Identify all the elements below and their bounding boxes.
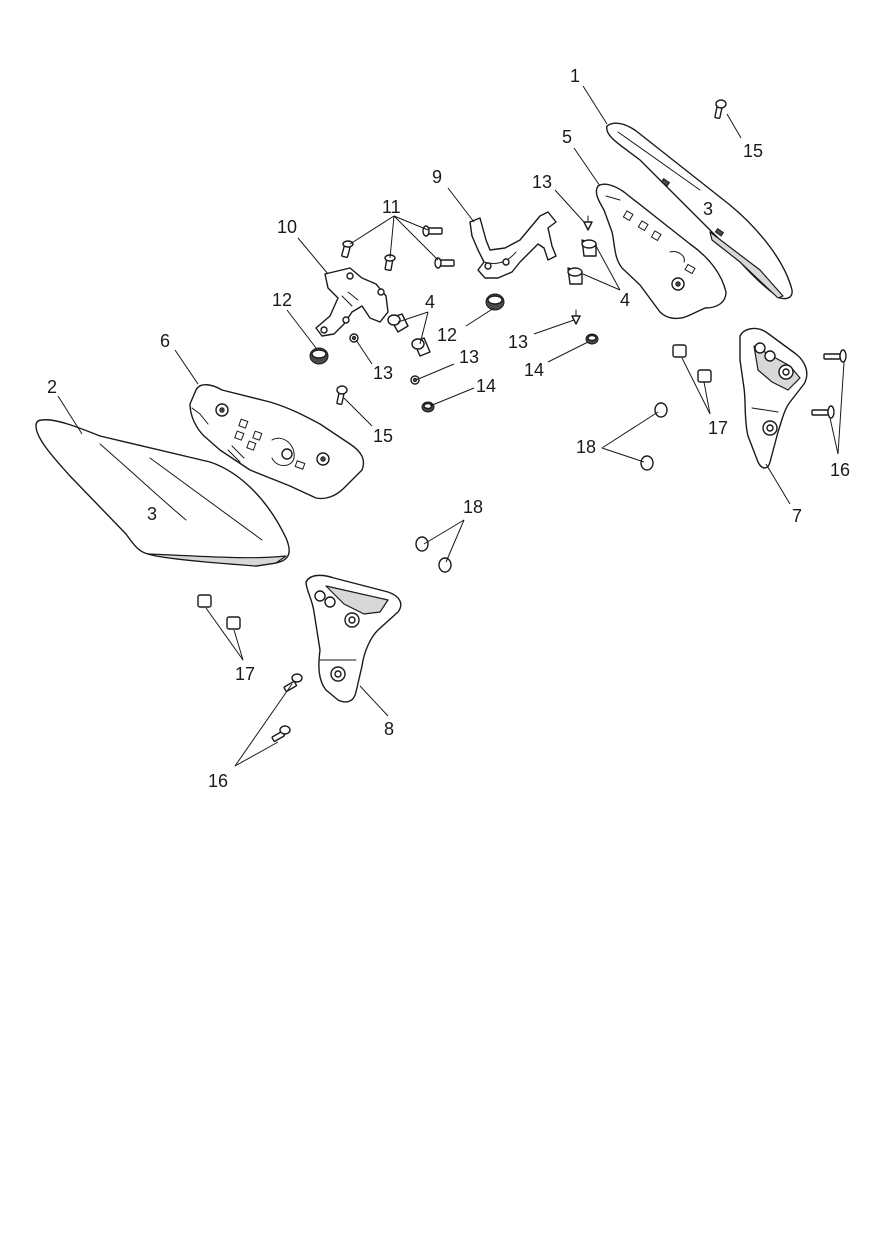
- part-18-spacers: [415, 402, 668, 573]
- callout-11: 11: [382, 197, 401, 217]
- callout-4-left: 4: [425, 292, 435, 312]
- callout-1: 1: [570, 66, 580, 86]
- callout-15-lower: 15: [373, 426, 393, 446]
- callout-7: 7: [792, 506, 802, 526]
- callout-5: 5: [562, 127, 572, 147]
- part-11-screws: [341, 225, 455, 271]
- callout-2: 2: [47, 377, 57, 397]
- screw-11c: [422, 225, 443, 237]
- callout-4-right: 4: [620, 290, 630, 310]
- part-10-mounting-bracket: [315, 267, 389, 337]
- callout-18-right: 18: [576, 437, 596, 457]
- callout-3-left: 3: [147, 504, 157, 524]
- part-5-right-inner-panel: [595, 183, 727, 320]
- part-4-clips: [387, 239, 597, 357]
- callout-6: 6: [160, 331, 170, 351]
- screw-11d: [434, 257, 455, 269]
- part-9-bracket: [469, 211, 557, 279]
- callout-13-center-right: 13: [508, 332, 528, 352]
- callout-13-center: 13: [459, 347, 479, 367]
- callout-16-right: 16: [830, 460, 850, 480]
- part-12-grommets: [309, 293, 505, 365]
- callout-3-right: 3: [703, 199, 713, 219]
- part-8-left-lower-bracket: [305, 574, 402, 703]
- part-17-pads: [197, 344, 712, 630]
- callout-18-center: 18: [463, 497, 483, 517]
- part-15-bolts: [336, 99, 727, 406]
- part-13-small-screws: [349, 215, 593, 385]
- callout-8: 8: [384, 719, 394, 739]
- callout-10: 10: [277, 217, 297, 237]
- clip-4a: [387, 313, 409, 333]
- callout-17-right: 17: [708, 418, 728, 438]
- screw-11a: [341, 240, 354, 259]
- clip-4c: [581, 239, 597, 257]
- part-6-left-inner-panel: [189, 384, 365, 500]
- leader-lines: [57, 85, 845, 767]
- callout-16-left: 16: [208, 771, 228, 791]
- callout-12-left: 12: [272, 290, 292, 310]
- clip-4d: [567, 267, 583, 285]
- part-14-nuts: [421, 333, 599, 413]
- callout-9: 9: [432, 167, 442, 187]
- callout-13-left: 13: [373, 363, 393, 383]
- callout-numbers: 1 15 5 3 13 4 9 11 10 4 12 12 13 13 13 1…: [47, 66, 850, 791]
- callout-17-left: 17: [235, 664, 255, 684]
- part-2-left-side-panel: [35, 419, 290, 567]
- part-1-right-side-panel: [606, 122, 793, 300]
- part-16-bolts: [271, 349, 847, 742]
- callout-13-upper-right: 13: [532, 172, 552, 192]
- callout-14-right: 14: [524, 360, 544, 380]
- callout-14-left: 14: [476, 376, 496, 396]
- part-7-right-lower-bracket: [739, 327, 808, 469]
- callout-12-center: 12: [437, 325, 457, 345]
- callout-15-upper: 15: [743, 141, 763, 161]
